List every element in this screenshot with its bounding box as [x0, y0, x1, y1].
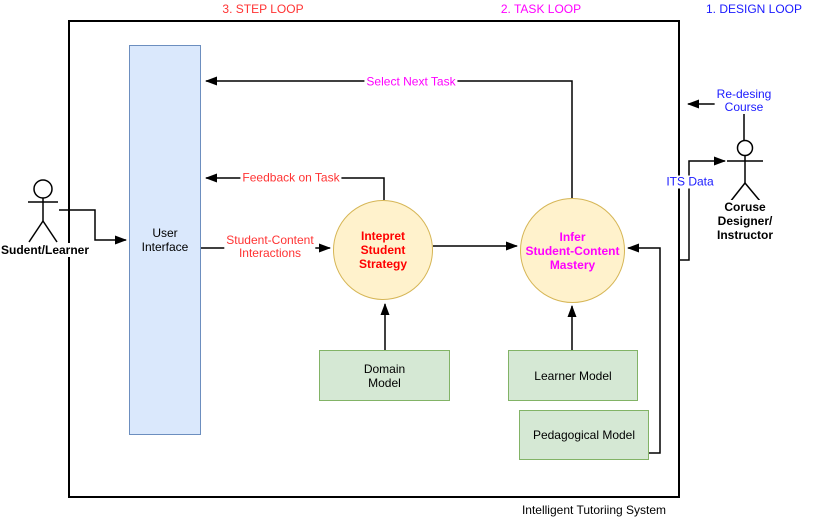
system-boundary-box: [68, 20, 680, 498]
domain-model-label: Domain Model: [363, 361, 406, 390]
interpret-student-strategy-label: Intepret Student Strategy: [358, 229, 408, 271]
infer-student-content-mastery-node: Infer Student-Content Mastery: [520, 198, 625, 303]
task-loop-title: 2. TASK LOOP: [500, 2, 582, 16]
designer-stick-figure-icon: [727, 139, 763, 203]
redesign-course-edge-label: Re-desing Course: [714, 87, 774, 114]
user-interface-label: User Interface: [141, 226, 189, 254]
student-actor-label: Sudent/Learner: [0, 243, 91, 257]
student-content-interactions-edge-label: Student-Content Interactions: [224, 233, 316, 260]
designer-actor-label: Coruse Designer/ Instructor: [709, 200, 781, 242]
interpret-student-strategy-node: Intepret Student Strategy: [333, 200, 433, 300]
system-caption: Intelligent Tutoriing System: [521, 503, 667, 517]
feedback-on-task-edge-label: Feedback on Task: [240, 170, 342, 185]
its-data-edge-label: ITS Data: [664, 174, 716, 189]
learner-model-node: Learner Model: [508, 350, 638, 401]
user-interface-node: User Interface: [129, 45, 201, 435]
select-next-task-edge-label: Select Next Task: [364, 74, 458, 89]
student-stick-figure-icon: [28, 179, 58, 243]
learner-model-label: Learner Model: [534, 368, 612, 383]
infer-student-content-mastery-label: Infer Student-Content Mastery: [525, 229, 620, 272]
domain-model-node: Domain Model: [319, 350, 450, 401]
design-loop-title: 1. DESIGN LOOP: [705, 2, 803, 16]
pedagogical-model-node: Pedagogical Model: [519, 410, 649, 460]
pedagogical-model-label: Pedagogical Model: [532, 428, 636, 442]
step-loop-title: 3. STEP LOOP: [222, 2, 304, 16]
